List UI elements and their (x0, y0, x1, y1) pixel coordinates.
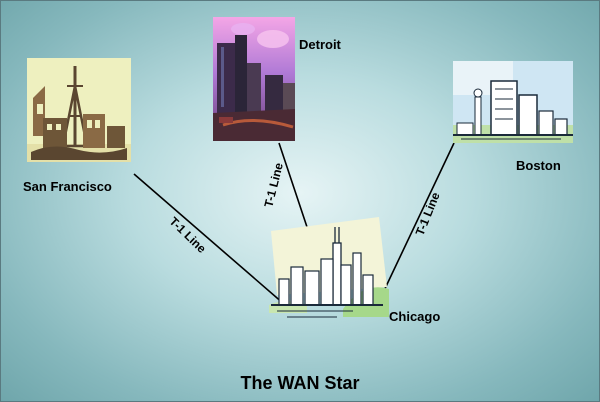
chicago-skyline-icon (269, 217, 389, 318)
link-line-sf-chicago (133, 173, 285, 305)
boston-skyline-icon (453, 61, 573, 143)
hub-label-chicago: Chicago (389, 309, 441, 324)
link-line-detroit-chicago (278, 142, 308, 228)
detroit-photo-icon (213, 17, 295, 141)
san-francisco-skyline-icon (27, 58, 131, 162)
diagram-title: The WAN Star (240, 373, 360, 393)
site-label-detroit: Detroit (299, 37, 341, 52)
site-label-san-francisco: San Francisco (23, 179, 112, 194)
site-label-boston: Boston (516, 158, 561, 173)
link-line-boston-chicago (380, 142, 455, 298)
